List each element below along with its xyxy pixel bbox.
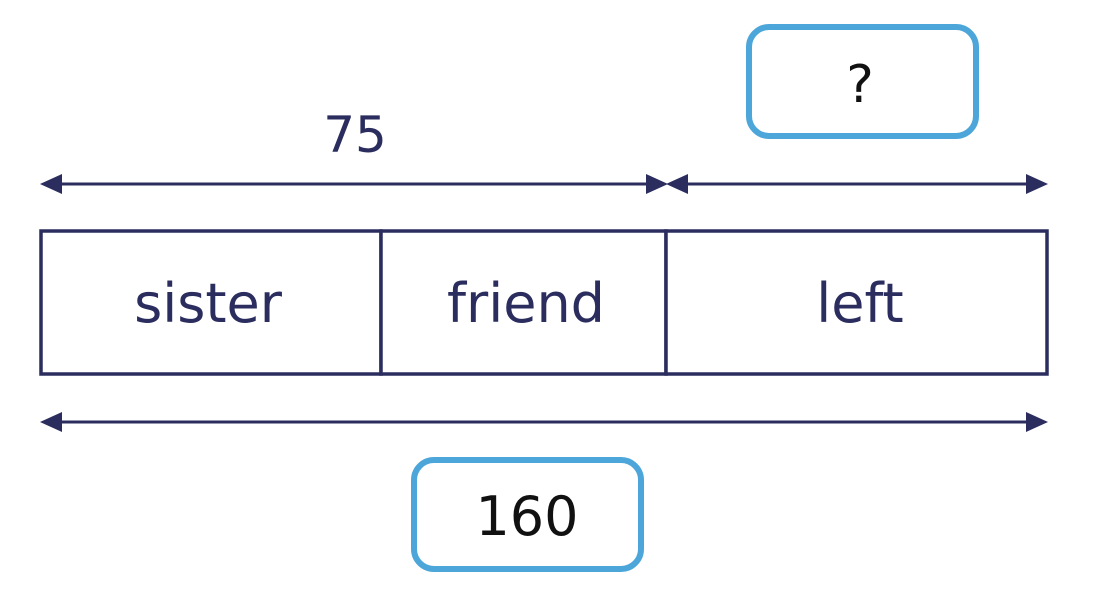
tape-segment-sister <box>39 229 383 376</box>
segment-label-sister: sister <box>134 272 283 335</box>
segment-label-friend: friend <box>447 272 605 335</box>
total-value-text: 160 <box>475 485 578 548</box>
total-double-arrow <box>40 412 1048 432</box>
top-right-double-arrow <box>666 174 1048 194</box>
total-value-box[interactable] <box>411 457 644 572</box>
unknown-answer-box[interactable] <box>746 24 979 139</box>
top-left-double-arrow <box>40 174 668 194</box>
unknown-answer-text: ? <box>846 55 874 115</box>
top-bracket-label: 75 <box>323 106 387 164</box>
tape-segment-left <box>664 229 1049 376</box>
tape-bar <box>39 229 1049 376</box>
segment-label-left: left <box>816 272 903 335</box>
tape-segment-friend <box>379 229 668 376</box>
